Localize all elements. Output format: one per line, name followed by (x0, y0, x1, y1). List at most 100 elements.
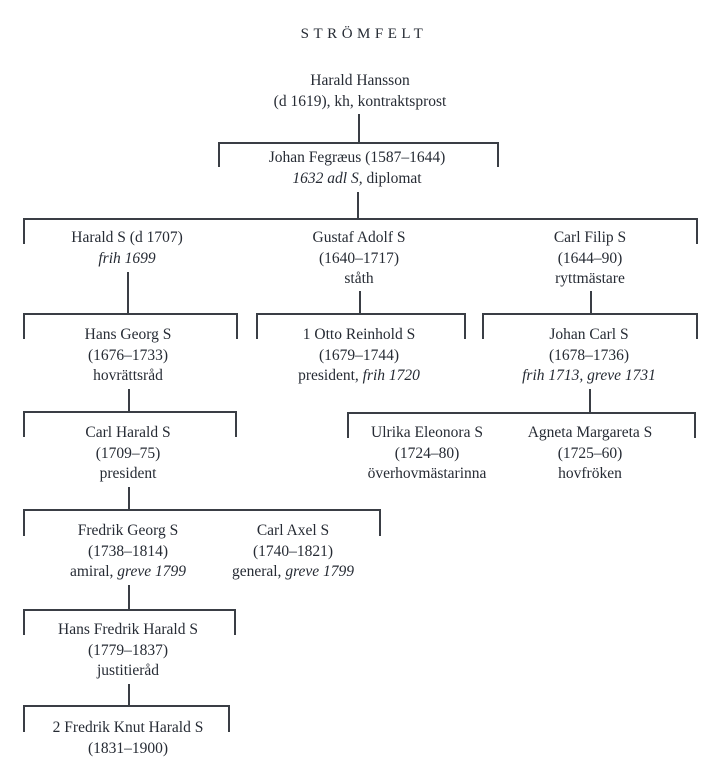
person-text: Johan Fegræus (1587–1644) (268, 149, 446, 166)
sibling-bracket-left-tick (218, 142, 220, 167)
sibling-bracket-bar (23, 509, 381, 511)
person-text-line: (1779–1837) (58, 641, 198, 662)
descent-line (590, 291, 592, 314)
person-text: justitieråd (97, 662, 159, 679)
person-text: Fredrik Georg S (77, 522, 179, 539)
person-text: Carl Harald S (85, 424, 171, 441)
person-text: (1676–1733) (87, 346, 169, 364)
person-text: Ulrika Eleonora S (371, 424, 483, 441)
person-text: Hans Fredrik Harald S (58, 621, 198, 638)
person-agneta-margareta-s: Agneta Margareta S(1725–60)hovfröken (528, 423, 653, 485)
person-ulrika-eleonora-s: Ulrika Eleonora S (1724–80) överhovmästari… (368, 423, 487, 485)
sibling-bracket-right-tick (464, 313, 466, 339)
person-gustaf-adolf-s: Gustaf Adolf S(1640–1717) ståth (313, 228, 406, 290)
person-text: Carl Axel S (256, 522, 330, 539)
descent-line (128, 684, 130, 706)
person-carl-harald-s: Carl Harald S (1709–75) president (85, 423, 170, 485)
person-fredrik-knut-harald-s: 2 Fredrik Knut Harald S (1831–1900) (53, 718, 204, 759)
person-text: Harald S (d 1707) (71, 229, 183, 246)
person-text: (1738–1814) (87, 542, 169, 560)
person-text: (1779–1837) (87, 641, 169, 659)
person-text-line: frih 1699 (71, 249, 183, 270)
sibling-bracket-right-tick (235, 411, 237, 437)
person-text: Carl Filip S (553, 229, 627, 246)
sibling-bracket-right-tick (379, 509, 381, 536)
person-text-line: Gustaf Adolf S (313, 228, 406, 249)
person-text-line: frih 1713, greve 1731 (522, 366, 656, 387)
person-text: ståth (344, 270, 374, 287)
person-text-italic: frih 1699 (98, 249, 156, 267)
person-text-line: (1738–1814) (70, 542, 186, 563)
family-title: STRÖMFELT (300, 26, 428, 42)
person-text: diplomat (362, 169, 422, 187)
person-text: (1678–1736) (548, 346, 630, 364)
person-text: (1724–80) (394, 444, 460, 462)
person-text: 1 Otto Reinhold S (302, 326, 416, 343)
person-text: general, (231, 563, 286, 580)
sibling-bracket-left-tick (256, 313, 258, 339)
sibling-bracket-right-tick (234, 609, 236, 635)
person-text-italic: frih 1713, greve 1731 (522, 367, 656, 384)
person-text: (1709–75) (95, 444, 161, 462)
person-harald-hansson: Harald Hansson (d 1619), kh, kontraktspro… (274, 71, 447, 112)
sibling-bracket-bar (482, 313, 698, 315)
person-text: Harald Hansson (310, 72, 410, 89)
sibling-bracket-right-tick (497, 142, 499, 167)
person-text: Johan Carl S (549, 326, 629, 343)
person-text-line: Hans Fredrik Harald S (58, 620, 198, 641)
person-text-line: ståth (313, 269, 406, 290)
person-text: amiral, (69, 563, 118, 580)
person-text-line: president, frih 1720 (298, 366, 420, 387)
person-text-line: (1676–1733) (85, 346, 172, 367)
person-harald-s: Harald S (d 1707) frih 1699 (71, 228, 183, 269)
sibling-bracket-bar (23, 218, 698, 220)
sibling-bracket-right-tick (236, 313, 238, 339)
person-text: (1679–1744) (318, 346, 400, 364)
person-text-line: överhovmästarinna (368, 464, 487, 485)
person-johan-carl-s: Johan Carl S (1678–1736) frih 1713, greve … (522, 325, 656, 387)
sibling-bracket-left-tick (23, 705, 25, 732)
person-hans-fredrik-harald-s: Hans Fredrik Harald S (1779–1837) justitie… (58, 620, 198, 682)
person-text-line: Hans Georg S (85, 325, 172, 346)
person-fredrik-georg-s: Fredrik Georg S(1738–1814)amiral, greve … (70, 521, 186, 583)
person-text-line: (1679–1744) (298, 346, 420, 367)
person-text-line: (d 1619), kh, kontraktsprost (274, 92, 447, 113)
sibling-bracket-left-tick (23, 411, 25, 437)
person-text-line: Fredrik Georg S (70, 521, 186, 542)
person-text: (1831–1900) (87, 739, 169, 757)
sibling-bracket-bar (347, 412, 696, 414)
person-text-line: Carl Filip S (554, 228, 626, 249)
person-text-line: Harald S (d 1707) (71, 228, 183, 249)
person-carl-axel-s: Carl Axel S (1740–1821)general, greve 179… (232, 521, 354, 583)
person-text-line: Agneta Margareta S (528, 423, 653, 444)
descent-line (357, 192, 359, 219)
sibling-bracket-left-tick (347, 412, 349, 438)
descent-line (359, 291, 361, 314)
person-text-line: (1724–80) (368, 444, 487, 465)
sibling-bracket-bar (23, 705, 230, 707)
person-text: (1640–1717) (318, 249, 400, 267)
person-text: president (99, 465, 157, 482)
person-otto-reinhold-s: 1 Otto Reinhold S (1679–1744) president, f… (298, 325, 420, 387)
person-johan-fegraeus: Johan Fegræus (1587–1644) 1632 adl S, dip… (269, 148, 446, 189)
person-text-italic: 1632 adl S, (292, 169, 363, 187)
person-text-line: 1632 adl S, diplomat (269, 169, 446, 190)
person-text-line: Carl Axel S (232, 521, 354, 542)
person-text-line: president (85, 464, 170, 485)
descent-line (128, 389, 130, 412)
person-text-line: (1831–1900) (53, 739, 204, 760)
person-text-line: (1740–1821) (232, 542, 354, 563)
sibling-bracket-left-tick (482, 313, 484, 339)
person-text: hovfröken (558, 465, 622, 482)
person-text: 2 Fredrik Knut Harald S (52, 719, 204, 736)
person-text-line: 2 Fredrik Knut Harald S (53, 718, 204, 739)
sibling-bracket-bar (23, 609, 236, 611)
sibling-bracket-left-tick (23, 609, 25, 635)
person-text-line: Johan Carl S (522, 325, 656, 346)
person-text-line: Carl Harald S (85, 423, 170, 444)
person-text-line: general, greve 1799 (232, 562, 354, 583)
person-text: Hans Georg S (84, 326, 172, 343)
sibling-bracket-right-tick (228, 705, 230, 732)
person-text: ryttmästare (555, 270, 625, 287)
